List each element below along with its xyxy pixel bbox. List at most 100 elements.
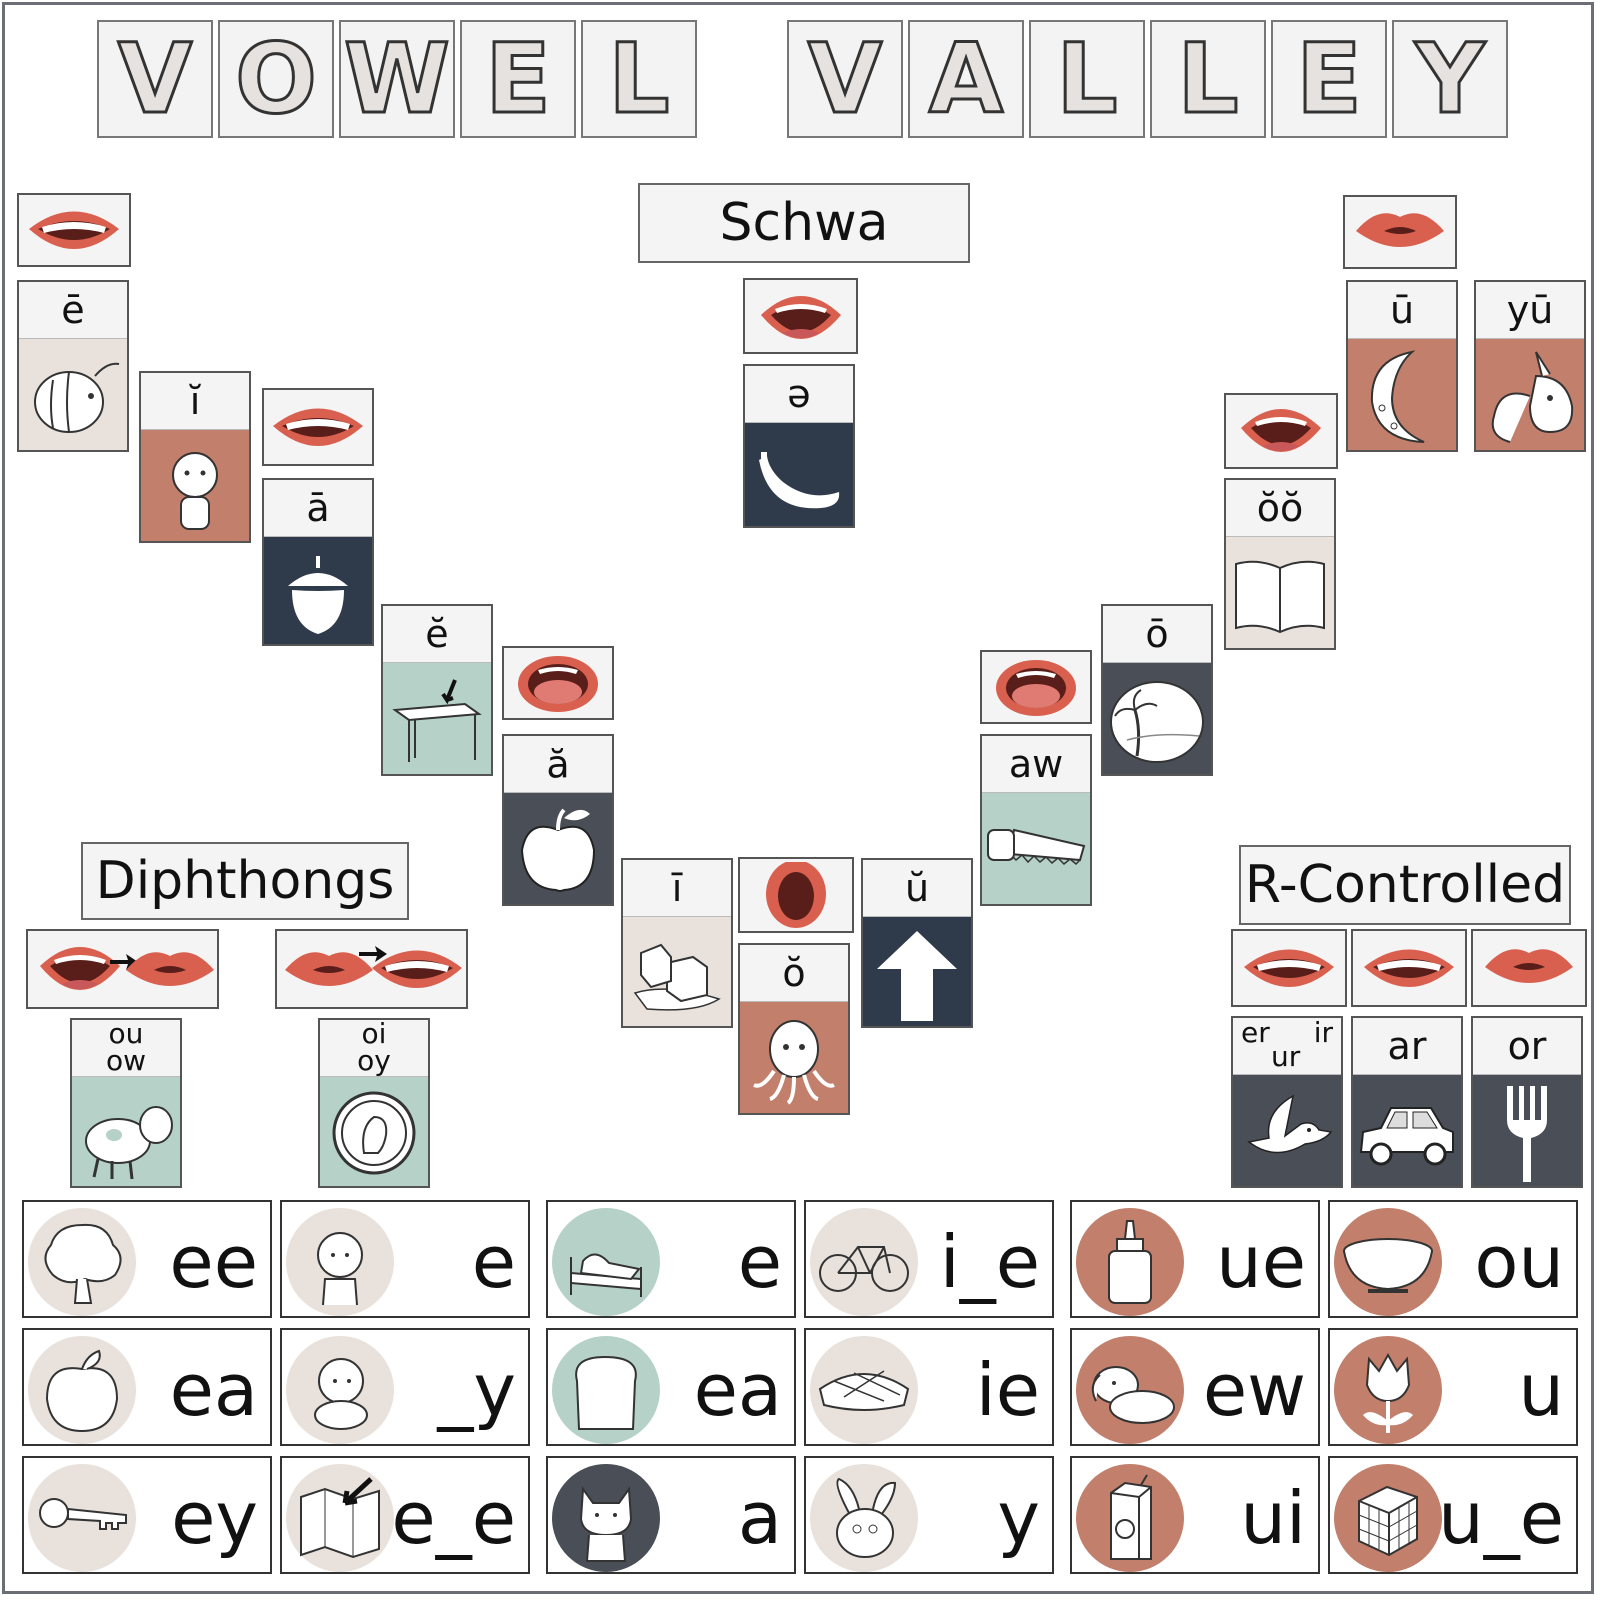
spelling-text: e [471,1220,516,1304]
diphthong-oi-mouths [275,929,468,1009]
vowel-symbol: ō [1103,606,1211,663]
title-letter: W [339,20,455,138]
banana-icon [745,423,853,526]
vowel-card-aw: aw [980,734,1092,906]
vowel-symbol: oi [361,1018,387,1051]
glue-icon [1076,1208,1184,1316]
map-icon [286,1464,394,1572]
spelling-text: i_e [939,1220,1040,1304]
title-letter: Y [1392,20,1508,138]
vowel-symbol: ŏ [740,945,848,1002]
vowel-symbol: oy [357,1044,391,1077]
mouth-image [1231,929,1347,1007]
ice-icon [623,917,731,1026]
title-letter: E [1271,20,1387,138]
spelling-card: u [1328,1328,1578,1446]
mouth-image [980,650,1092,724]
spelling-card: e [546,1200,796,1318]
desk-icon [383,663,491,774]
vowel-card-e-long: ē [17,280,129,452]
vowel-symbol: ŏŏ [1226,480,1334,537]
vowel-symbol: yū [1476,282,1584,339]
vowel-card-a-short: ă [502,734,614,906]
spelling-text: ui [1240,1476,1306,1560]
spelling-card: e_e [280,1456,530,1574]
vowel-card-o-long: ō [1101,604,1213,776]
book-icon [1226,537,1334,648]
up-arrow-icon [863,917,971,1026]
vowel-symbol: ĕ [383,606,491,663]
bunny-icon [810,1464,918,1572]
spelling-text: ee [169,1220,258,1304]
vowel-card-i-long: ī [621,858,733,1028]
spelling-card: ew [1070,1328,1320,1446]
vowel-symbol: aw [982,736,1090,793]
spelling-card: ou [1328,1200,1578,1318]
puppy-icon [1076,1336,1184,1444]
spelling-card: u_e [1328,1456,1578,1574]
vowel-card-u-short: ŭ [861,858,973,1028]
spelling-text: e_e [391,1476,516,1560]
spelling-card: ea [546,1328,796,1446]
bee-icon [19,339,127,450]
r-controlled-label: R-Controlled [1239,845,1571,925]
spelling-card: ea [22,1328,272,1446]
vowel-symbol: ou [108,1018,144,1051]
apple-icon [504,793,612,904]
spelling-text: ea [693,1348,782,1432]
vowel-card-yu: yū [1474,280,1586,452]
spelling-text: a [737,1476,782,1560]
mouth-image [743,278,858,354]
vowel-symbol: ə [745,366,853,423]
vowel-card-u-long: ū [1346,280,1458,452]
spelling-card: e [280,1200,530,1318]
vowel-symbol: ŭ [863,860,971,917]
title-letter: O [218,20,334,138]
moon-icon [1348,339,1456,450]
ocean-icon [1103,663,1211,774]
vowel-card-schwa: ə [743,364,855,528]
mouth-image [262,388,374,466]
car-icon [1353,1075,1461,1186]
vowel-card-i-short: ĭ [139,371,251,543]
title-letter: L [581,20,697,138]
vowel-symbol: ă [504,736,612,793]
schwa-label: Schwa [638,183,970,263]
cow-icon [72,1077,180,1186]
spelling-text: ey [171,1476,258,1560]
vowel-symbol: ar [1353,1018,1461,1075]
spelling-card: y [804,1456,1054,1574]
vowel-symbol: ir [1313,1016,1333,1049]
baby-icon [286,1336,394,1444]
tulip-icon [1334,1336,1442,1444]
spelling-text: e [737,1220,782,1304]
mouth-image [1351,929,1467,1007]
vowel-symbol: er [1241,1016,1270,1049]
title-letter: V [97,20,213,138]
bread-icon [552,1336,660,1444]
mouth-image [17,193,131,267]
vowel-card-a-long: ā [262,478,374,646]
tree-icon [28,1208,136,1316]
mouth-image [502,646,614,720]
vowel-card-or: or [1471,1016,1583,1188]
vowel-symbol: ow [105,1044,147,1077]
acorn-icon [264,537,372,644]
spelling-card: ue [1070,1200,1320,1318]
mouth-image [1343,195,1457,269]
cube-icon [1334,1464,1442,1572]
vowel-card-o-short: ŏ [738,943,850,1115]
spelling-text: y [997,1476,1040,1560]
cat-icon [552,1464,660,1572]
spelling-card: ui [1070,1456,1320,1574]
soup-icon [1334,1208,1442,1316]
title-letter: E [460,20,576,138]
saw-icon [982,793,1090,904]
vowel-symbol: ā [264,480,372,537]
mouth-image [738,857,854,933]
spelling-text: _y [437,1348,516,1432]
key-icon [28,1464,136,1572]
